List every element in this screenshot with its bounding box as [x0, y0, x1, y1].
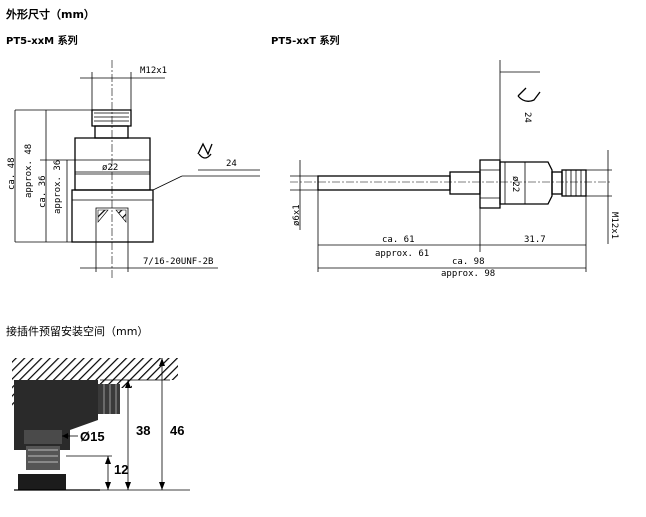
plug-height-46-label: 46 [170, 423, 184, 438]
pt5-xxt-drawing: 24 ø22 ø6x1 M12x1 ca. 61 31.7 approx. 61… [290, 60, 619, 279]
m-wrench-size-label: 24 [226, 159, 237, 169]
m-ca36-label: ca. 36 [38, 175, 48, 208]
pt5-xxm-drawing: M12x1 ø22 24 ca. 48 approx. 48 ca. 36 ap… [7, 60, 260, 280]
t-thread-label: M12x1 [609, 212, 619, 239]
t-ca98-label: ca. 98 [452, 257, 485, 267]
t-len317-label: 31.7 [524, 235, 546, 245]
plug-height-12-label: 12 [114, 462, 128, 477]
series-title-pt5-xxm: PT5-xxM 系列 [6, 36, 78, 47]
t-wrench-size-label: 24 [522, 112, 532, 123]
plug-dia15-label: Ø15 [80, 429, 105, 444]
series-title-pt5-xxt: PT5-xxT 系列 [271, 36, 340, 47]
section-title-plug-space: 接插件预留安装空间（mm） [6, 325, 149, 338]
plug-space-drawing: Ø15 38 46 12 [12, 358, 190, 491]
t-ca61-label: ca. 61 [382, 235, 415, 245]
m-thread-top-label: M12x1 [140, 66, 167, 76]
t-approx61-label: approx. 61 [375, 249, 429, 259]
m-thread-bottom-label: 7/16-20UNF-2B [143, 257, 213, 267]
t-approx98-label: approx. 98 [441, 269, 495, 279]
m-ca48-label: ca. 48 [7, 157, 17, 190]
m-approx48-label: approx. 48 [24, 144, 34, 198]
plug-height-38-label: 38 [136, 423, 150, 438]
section-title-outline: 外形尺寸（mm） [6, 8, 95, 21]
t-diameter-label: ø22 [510, 176, 520, 192]
m-approx36-label: approx. 36 [53, 160, 63, 214]
t-probe-dia-label: ø6x1 [292, 204, 302, 226]
m-diameter-label: ø22 [102, 163, 118, 173]
